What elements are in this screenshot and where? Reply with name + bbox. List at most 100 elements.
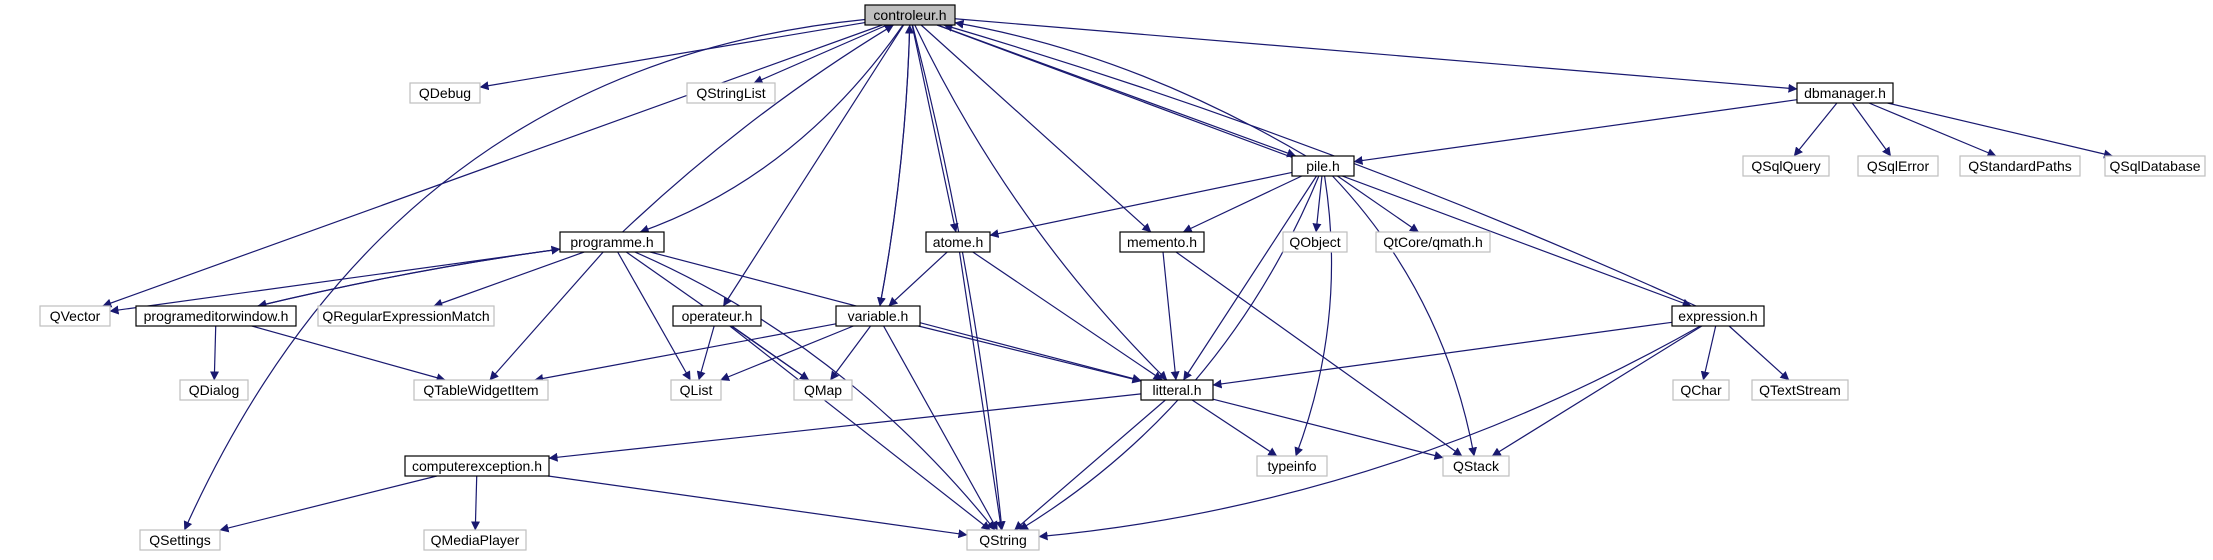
- edge-operateur-to-qlist: [696, 325, 715, 381]
- edge-variable-to-qtablewidgetitem: [534, 323, 837, 383]
- edge-computerexception-to-qsettings: [219, 475, 438, 533]
- edge-expression-to-litteral: [1212, 321, 1673, 389]
- node-label-qstack: QStack: [1453, 458, 1500, 474]
- edge-litteral-to-typeinfo: [1191, 399, 1278, 457]
- edge-pile-to-atome: [989, 171, 1293, 238]
- node-label-dbmanager: dbmanager.h: [1804, 85, 1886, 101]
- node-box-qtablewidgetitem: [413, 379, 549, 401]
- node-qchar: QChar: [1672, 379, 1730, 401]
- node-box-qobject: [1282, 231, 1348, 253]
- node-qstack: QStack: [1442, 455, 1510, 477]
- edge-litteral-to-qstack: [1212, 398, 1444, 460]
- node-label-qchar: QChar: [1680, 382, 1722, 398]
- edge-atome-to-litteral: [972, 251, 1163, 381]
- edge-controleur-to-operateur: [722, 24, 905, 307]
- node-qregexp: QRegularExpressionMatch: [317, 305, 495, 327]
- edge-programeditorwindow-to-qdialog: [210, 325, 219, 381]
- edge-memento-to-litteral: [1162, 251, 1180, 381]
- node-box-qstringlist: [686, 82, 776, 104]
- node-qsqlquery: QSqlQuery: [1742, 155, 1830, 177]
- node-box-variable: [835, 305, 921, 327]
- edge-expression-to-qchar: [1700, 325, 1717, 381]
- node-qdebug: QDebug: [409, 82, 481, 104]
- node-qobject: QObject: [1282, 231, 1348, 253]
- node-label-memento: memento.h: [1127, 234, 1197, 250]
- node-label-qmediaplayer: QMediaPlayer: [431, 532, 520, 548]
- node-qsqlerror: QSqlError: [1857, 155, 1939, 177]
- node-qsqldatabase: QSqlDatabase: [2104, 155, 2206, 177]
- edge-atome-to-qstring: [958, 251, 1005, 531]
- node-variable[interactable]: variable.h: [835, 305, 921, 327]
- node-pile[interactable]: pile.h: [1291, 155, 1355, 177]
- node-box-qregexp: [317, 305, 495, 327]
- node-label-qdebug: QDebug: [419, 85, 471, 101]
- node-label-programme: programme.h: [570, 234, 653, 250]
- node-qsettings: QSettings: [139, 529, 221, 551]
- edge-programeditorwindow-to-programme: [257, 245, 561, 307]
- node-qtablewidgetitem: QTableWidgetItem: [413, 379, 549, 401]
- edge-expression-to-qstring: [1038, 325, 1701, 541]
- edge-expression-to-controleur: [943, 23, 1697, 307]
- edge-dbmanager-to-qsqlquery: [1793, 102, 1838, 157]
- edge-dbmanager-to-qsqldatabase: [1887, 102, 2113, 159]
- node-label-variable: variable.h: [848, 308, 909, 324]
- node-box-qdebug: [409, 82, 481, 104]
- edge-programme-to-qregexp: [433, 251, 585, 308]
- node-qstandardpaths: QStandardPaths: [1959, 155, 2081, 177]
- edge-variable-to-litteral: [918, 325, 1142, 384]
- edge-programme-to-qstring: [634, 251, 996, 531]
- edge-variable-to-qlist: [720, 325, 854, 381]
- node-qmap: QMap: [793, 379, 853, 401]
- edge-controleur-to-memento: [920, 24, 1152, 233]
- node-label-programeditorwindow: programeditorwindow.h: [144, 308, 289, 324]
- node-label-qlist: QList: [680, 382, 713, 398]
- edge-controleur-to-qstringlist: [753, 24, 888, 84]
- node-programeditorwindow[interactable]: programeditorwindow.h: [135, 305, 297, 327]
- edge-variable-to-controleur: [879, 24, 915, 307]
- edge-litteral-to-computerexception: [548, 393, 1142, 462]
- node-label-qobject: QObject: [1289, 234, 1340, 250]
- node-expression[interactable]: expression.h: [1671, 305, 1765, 327]
- node-label-qsqldatabase: QSqlDatabase: [2109, 158, 2200, 174]
- node-label-qstringlist: QStringList: [696, 85, 765, 101]
- node-qlist: QList: [670, 379, 722, 401]
- node-box-qmap: [793, 379, 853, 401]
- edge-atome-to-variable: [888, 251, 948, 307]
- node-box-qlist: [670, 379, 722, 401]
- edge-controleur-to-variable: [877, 24, 911, 307]
- node-label-qstring: QString: [979, 532, 1026, 548]
- edge-variable-to-qstring: [883, 325, 998, 531]
- node-box-qchar: [1672, 379, 1730, 401]
- node-computerexception[interactable]: computerexception.h: [404, 455, 550, 477]
- node-label-qtablewidgetitem: QTableWidgetItem: [423, 382, 538, 398]
- node-box-qstring: [966, 529, 1040, 551]
- node-dbmanager[interactable]: dbmanager.h: [1796, 82, 1894, 104]
- node-atome[interactable]: atome.h: [925, 231, 991, 253]
- node-box-computerexception: [404, 455, 550, 477]
- node-label-qstandardpaths: QStandardPaths: [1968, 158, 2072, 174]
- node-label-qmath: QtCore/qmath.h: [1383, 234, 1483, 250]
- node-box-qmath: [1375, 231, 1491, 253]
- node-label-operateur: operateur.h: [682, 308, 753, 324]
- edge-controleur-to-dbmanager: [954, 18, 1798, 93]
- edge-controleur-to-qstring: [911, 24, 1006, 531]
- node-qstring: QString: [966, 529, 1040, 551]
- edge-expression-to-qstack: [1491, 325, 1703, 457]
- node-operateur[interactable]: operateur.h: [672, 305, 762, 327]
- edge-pile-to-qobject: [1312, 175, 1323, 233]
- edge-pile-to-controleur: [954, 19, 1307, 157]
- node-label-qsqlerror: QSqlError: [1867, 158, 1930, 174]
- edge-pile-to-litteral: [1183, 175, 1317, 381]
- edge-controleur-to-qdebug: [479, 21, 866, 91]
- node-litteral[interactable]: litteral.h: [1140, 379, 1214, 401]
- node-box-qstack: [1442, 455, 1510, 477]
- node-label-controleur: controleur.h: [873, 7, 946, 23]
- edge-operateur-to-qmap: [730, 325, 810, 381]
- node-label-qtextstream: QTextStream: [1759, 382, 1841, 398]
- node-programme[interactable]: programme.h: [559, 231, 665, 253]
- node-box-operateur: [672, 305, 762, 327]
- node-controleur[interactable]: controleur.h: [864, 4, 956, 26]
- node-box-typeinfo: [1256, 455, 1328, 477]
- node-memento[interactable]: memento.h: [1119, 231, 1205, 253]
